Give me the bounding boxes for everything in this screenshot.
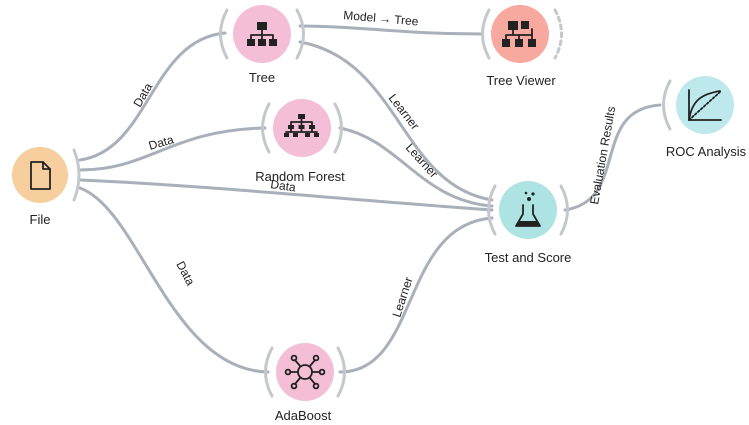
link-label-file-test-and-score: Data (270, 177, 297, 194)
node-tree-viewer-label: Tree Viewer (486, 73, 556, 88)
tree-icon (247, 22, 277, 46)
links (78, 24, 662, 374)
link-adaboost-to-test-and-score[interactable] (338, 216, 494, 374)
link-label-file-adaboost: Data (173, 259, 197, 288)
node-test-and-score[interactable]: Test and Score (485, 181, 572, 265)
link-labels: Data Data Data Data Model → Tree Learner… (130, 8, 618, 319)
node-random-forest-output-port[interactable] (333, 102, 343, 154)
node-test-and-score-circle[interactable] (499, 181, 557, 239)
node-tree-label: Tree (249, 70, 275, 85)
node-random-forest[interactable]: Random Forest (255, 99, 345, 184)
node-test-and-score-output-port[interactable] (559, 184, 569, 236)
node-adaboost-circle[interactable] (276, 343, 334, 401)
link-random-forest-to-test-and-score[interactable] (338, 126, 494, 208)
node-file-circle[interactable] (12, 147, 68, 203)
node-file[interactable]: File (12, 147, 81, 227)
link-label-random-forest-test-and-score: Learner (403, 141, 441, 181)
node-roc-analysis-input-port[interactable] (662, 79, 672, 131)
node-tree-viewer-circle[interactable] (491, 5, 549, 63)
node-random-forest-input-port[interactable] (261, 102, 271, 154)
node-roc-analysis-label: ROC Analysis (666, 144, 747, 159)
node-tree-viewer-input-port[interactable] (481, 8, 491, 60)
node-file-label: File (30, 212, 51, 227)
link-label-tree-tree-viewer: Model → Tree (343, 8, 420, 29)
node-adaboost-output-port[interactable] (336, 346, 346, 398)
link-test-and-score-to-roc[interactable] (563, 103, 662, 212)
node-adaboost-input-port[interactable] (264, 346, 274, 398)
node-tree[interactable]: Tree (219, 5, 305, 85)
link-file-to-adaboost[interactable] (78, 186, 270, 374)
tree-viewer-icon (502, 21, 536, 47)
node-test-and-score-input-port[interactable] (487, 184, 497, 236)
link-file-to-tree[interactable] (78, 31, 227, 162)
document-icon (30, 161, 51, 190)
node-random-forest-label: Random Forest (255, 169, 345, 184)
link-tree-to-test-and-score[interactable] (298, 40, 494, 202)
link-file-to-test-and-score[interactable] (78, 178, 494, 212)
node-tree-input-port[interactable] (219, 8, 229, 60)
node-test-and-score-label: Test and Score (485, 250, 572, 265)
node-file-output-port[interactable] (72, 148, 81, 202)
link-label-file-random-forest: Data (147, 132, 176, 153)
node-adaboost-label: AdaBoost (275, 408, 332, 423)
link-file-to-random-forest[interactable] (78, 126, 267, 172)
network-hub-icon (284, 354, 326, 390)
roc-curve-icon (688, 89, 722, 121)
node-roc-analysis[interactable]: ROC Analysis (662, 76, 747, 159)
node-tree-output-port[interactable] (295, 8, 305, 60)
flask-icon (515, 191, 541, 227)
node-tree-viewer-output-port (553, 8, 563, 60)
link-label-test-and-score-roc: Evaluation Results (587, 105, 618, 205)
node-tree-viewer[interactable]: Tree Viewer (481, 5, 563, 88)
link-tree-to-tree-viewer[interactable] (298, 24, 484, 36)
forest-icon (284, 114, 319, 137)
node-adaboost[interactable]: AdaBoost (264, 343, 346, 423)
